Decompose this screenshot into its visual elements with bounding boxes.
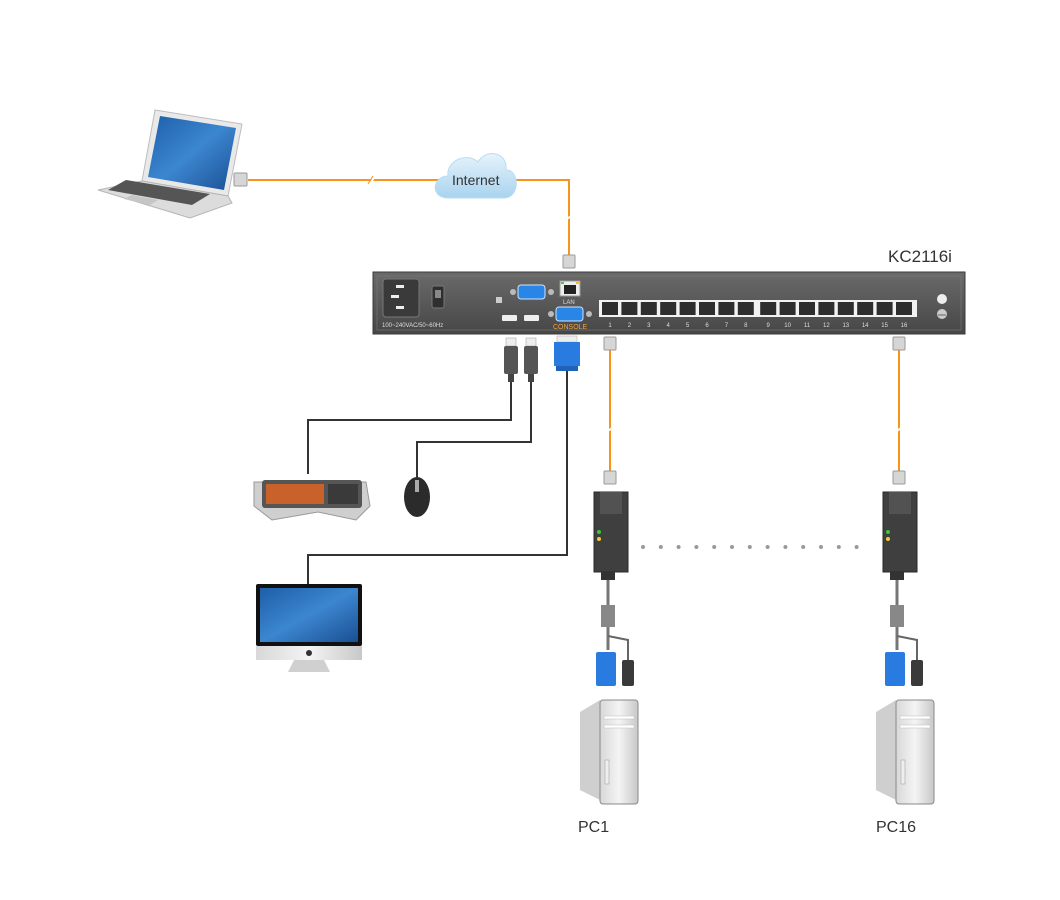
cable-usb-mouse	[416, 382, 532, 478]
rj45-plug-icon	[233, 172, 906, 485]
keyboard-icon	[253, 480, 371, 521]
reset-button-icon[interactable]	[937, 294, 947, 304]
rj45-port-7	[718, 302, 735, 315]
port-number-16: 16	[901, 323, 908, 329]
rj45-port-12	[818, 302, 835, 315]
rj45-port-bank	[599, 300, 917, 317]
mouse-icon	[404, 477, 430, 517]
power-rating-label: 100~240VAC/50~60Hz	[382, 323, 443, 329]
rj45-port-4	[660, 302, 677, 315]
power-inlet-icon	[382, 278, 420, 318]
port-number-14: 14	[862, 323, 869, 329]
ellipsis-dot	[801, 545, 806, 549]
port-number-3: 3	[647, 323, 651, 329]
port-number-13: 13	[842, 323, 849, 329]
monitor-icon	[256, 584, 362, 672]
port-number-9: 9	[767, 323, 771, 329]
rj45-port-14	[857, 302, 874, 315]
kvm-adapter-1-icon	[593, 491, 634, 686]
usb-port-icon	[496, 297, 539, 321]
ellipsis-dot	[765, 545, 770, 549]
vga-plug-console-icon	[554, 335, 580, 371]
pc1-label: PC1	[578, 819, 609, 836]
cable-usb-keyboard	[307, 382, 512, 474]
ellipsis-dot	[747, 545, 752, 549]
usb-plug-keyboard-icon	[504, 337, 518, 382]
ellipsis-dot	[641, 545, 645, 549]
vga-port-top-icon	[510, 284, 554, 300]
lan-label: LAN	[563, 300, 575, 306]
power-switch-icon[interactable]	[431, 285, 445, 309]
ellipsis-dot	[836, 545, 841, 549]
pc16-tower-icon	[876, 699, 935, 805]
cable-internet-kvm-lan	[512, 179, 574, 256]
console-label: CONSOLE	[553, 324, 588, 331]
ellipsis-dot	[854, 545, 859, 549]
rj45-port-11	[799, 302, 815, 315]
rj45-port-3	[640, 302, 657, 315]
rj45-port-13	[837, 302, 854, 315]
port-number-11: 11	[804, 323, 811, 329]
cable-port1-adapter1	[605, 350, 615, 472]
pc1-tower-icon	[580, 699, 639, 805]
rj45-port-2	[621, 302, 638, 315]
internet-cloud-icon	[434, 153, 517, 199]
cable-laptop-internet	[248, 175, 440, 185]
ellipsis-dot	[783, 545, 788, 549]
cable-port16-adapter16	[894, 350, 904, 472]
rj45-port-9	[760, 302, 777, 315]
ground-icon	[937, 309, 947, 319]
port-number-5: 5	[686, 323, 690, 329]
port-number-15: 15	[881, 323, 888, 329]
pc16-label: PC16	[876, 819, 916, 836]
lan-port-icon	[559, 280, 581, 297]
ellipsis-dot	[712, 545, 717, 549]
ellipsis-dot	[730, 545, 734, 549]
ellipsis-dot	[676, 545, 681, 549]
ellipsis-dot	[694, 545, 699, 549]
port-number-12: 12	[823, 323, 830, 329]
port-number-4: 4	[667, 323, 671, 329]
laptop-icon	[97, 109, 243, 219]
usb-plug-mouse-icon	[524, 337, 538, 382]
kvm-adapter-16-icon	[882, 491, 923, 686]
ellipsis-dot	[819, 545, 823, 549]
rj45-port-8	[737, 302, 754, 315]
port-number-2: 2	[628, 323, 632, 329]
vga-console-port-icon	[548, 306, 592, 322]
rj45-port-1	[602, 302, 618, 315]
rj45-port-15	[876, 302, 893, 315]
ellipsis-dot	[658, 545, 663, 549]
cable-vga-monitor	[307, 370, 568, 584]
rj45-port-10	[779, 302, 796, 315]
port-number-10: 10	[784, 323, 791, 329]
rj45-port-6	[699, 302, 715, 315]
port-number-6: 6	[705, 323, 709, 329]
device-title: KC2116i	[888, 247, 952, 266]
ellipsis-dots	[641, 545, 859, 549]
internet-label: Internet	[452, 172, 500, 188]
rj45-port-16	[896, 302, 912, 315]
port-number-8: 8	[744, 323, 748, 329]
port-number-7: 7	[725, 323, 729, 329]
rj45-port-5	[679, 302, 696, 315]
port-number-1: 1	[608, 323, 612, 329]
